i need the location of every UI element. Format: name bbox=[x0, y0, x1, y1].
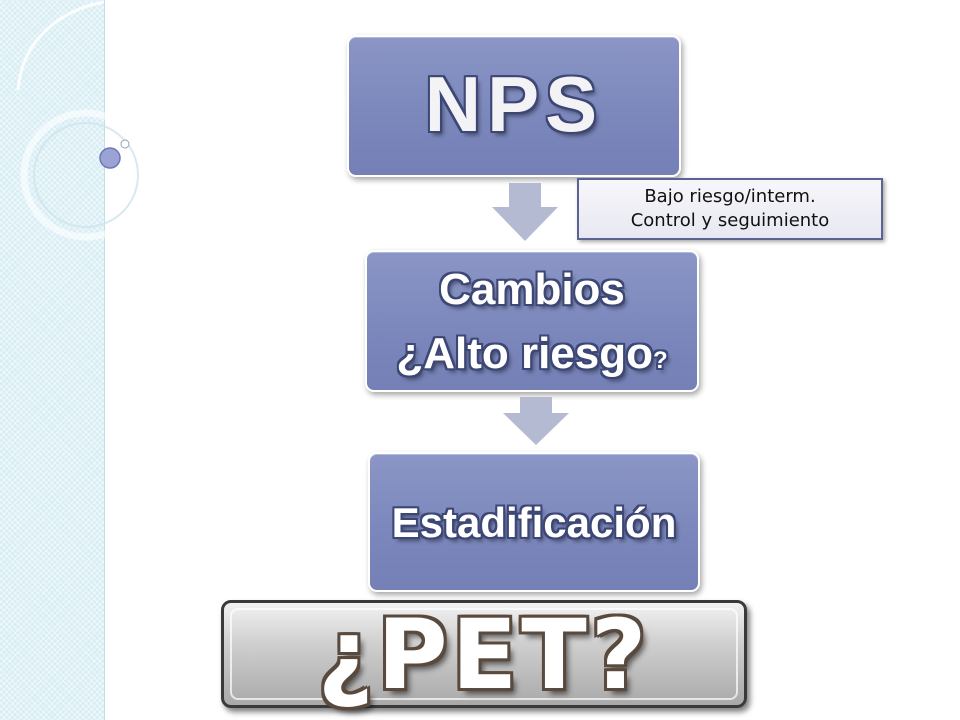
note-low-risk: Bajo riesgo/interm. Control y seguimient… bbox=[577, 178, 883, 240]
cambios-label: Cambios bbox=[439, 265, 625, 314]
estadificacion-label: Estadificación bbox=[391, 499, 677, 546]
note-line-1: Bajo riesgo/interm. bbox=[644, 186, 816, 207]
note-line-2: Control y seguimiento bbox=[630, 210, 830, 231]
pet-question-label: ¿PET? bbox=[317, 599, 651, 711]
high-risk-label: ¿Alto riesgo bbox=[396, 329, 653, 378]
flow-step-nps: NPS bbox=[347, 35, 681, 177]
high-risk-question: ¿Alto riesgo? bbox=[367, 328, 697, 381]
high-risk-question-mark: ? bbox=[653, 347, 668, 374]
pet-box-inner-border bbox=[230, 608, 738, 700]
nps-label: NPS bbox=[424, 60, 604, 148]
decorative-circles bbox=[16, 0, 152, 241]
flow-step-cambios: Cambios ¿Alto riesgo? bbox=[365, 250, 699, 392]
decorative-dot-small bbox=[120, 139, 130, 149]
down-arrow-icon bbox=[503, 397, 569, 445]
pet-question-box: ¿PET? bbox=[221, 600, 747, 708]
flow-step-estadificacion: Estadificación bbox=[368, 452, 700, 592]
down-arrow-icon bbox=[492, 183, 558, 241]
decorative-dot-large bbox=[99, 147, 121, 169]
